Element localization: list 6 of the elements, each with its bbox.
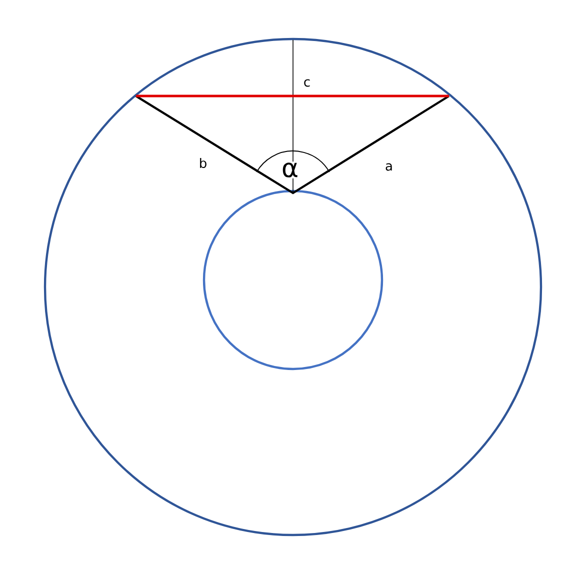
side-label: c [302, 78, 312, 88]
side-label: b [198, 156, 208, 170]
circle [44, 38, 542, 536]
side-label: α [280, 162, 300, 178]
circle [202, 190, 384, 370]
side-label: a [384, 162, 394, 172]
